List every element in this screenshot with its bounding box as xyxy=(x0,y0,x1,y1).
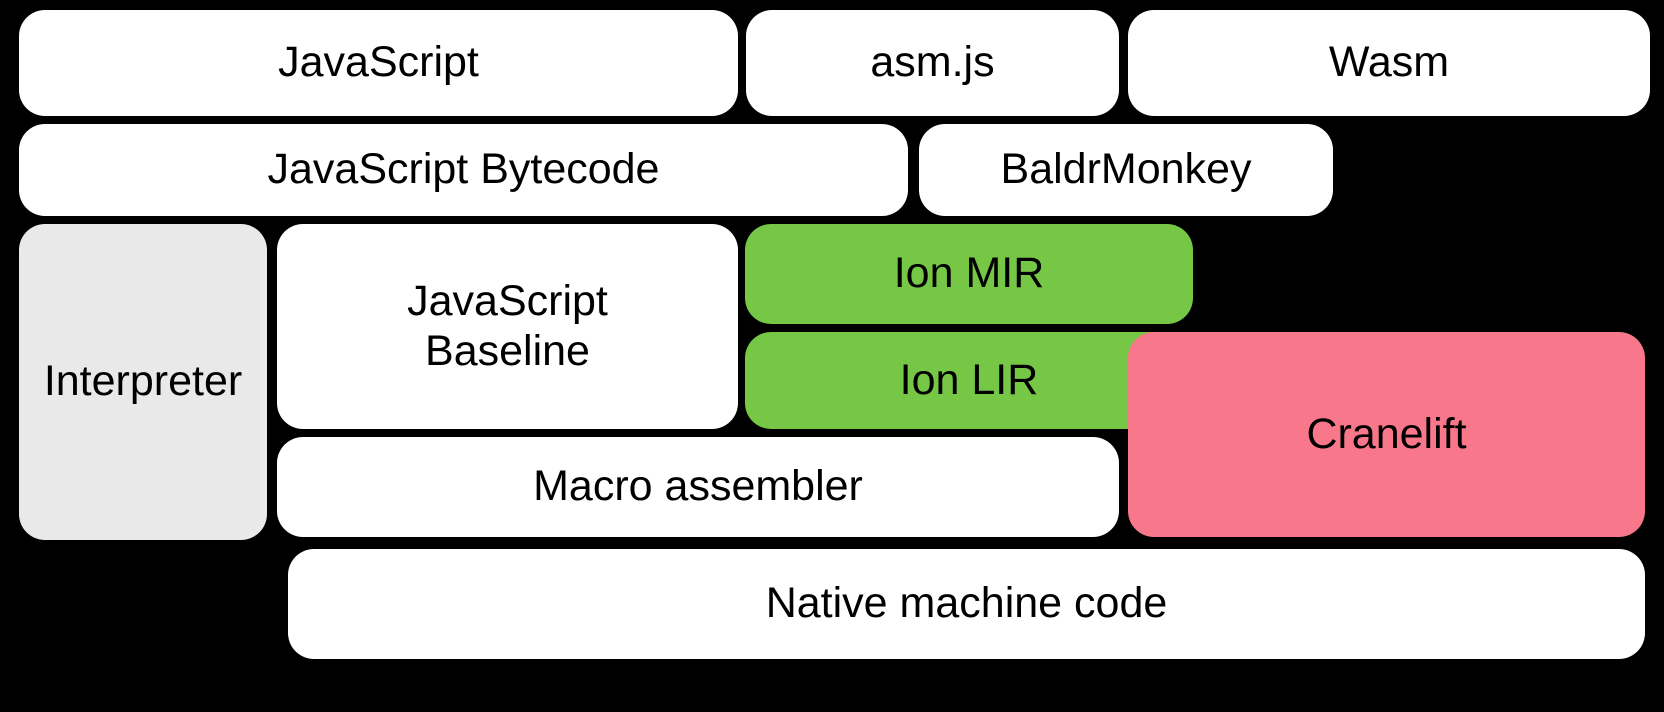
node-wasm: Wasm xyxy=(1128,10,1650,116)
node-ion-mir: Ion MIR xyxy=(745,224,1193,324)
node-baldrmonkey: BaldrMonkey xyxy=(919,124,1333,216)
node-ion-lir: Ion LIR xyxy=(745,332,1193,429)
node-native-machine-code: Native machine code xyxy=(288,549,1645,659)
node-cranelift: Cranelift xyxy=(1128,332,1645,537)
node-asmjs: asm.js xyxy=(746,10,1119,116)
node-interpreter: Interpreter xyxy=(19,224,267,540)
node-macro-assembler: Macro assembler xyxy=(277,437,1119,537)
node-javascript-bytecode: JavaScript Bytecode xyxy=(19,124,908,216)
node-javascript: JavaScript xyxy=(19,10,738,116)
node-javascript-baseline: JavaScript Baseline xyxy=(277,224,738,429)
